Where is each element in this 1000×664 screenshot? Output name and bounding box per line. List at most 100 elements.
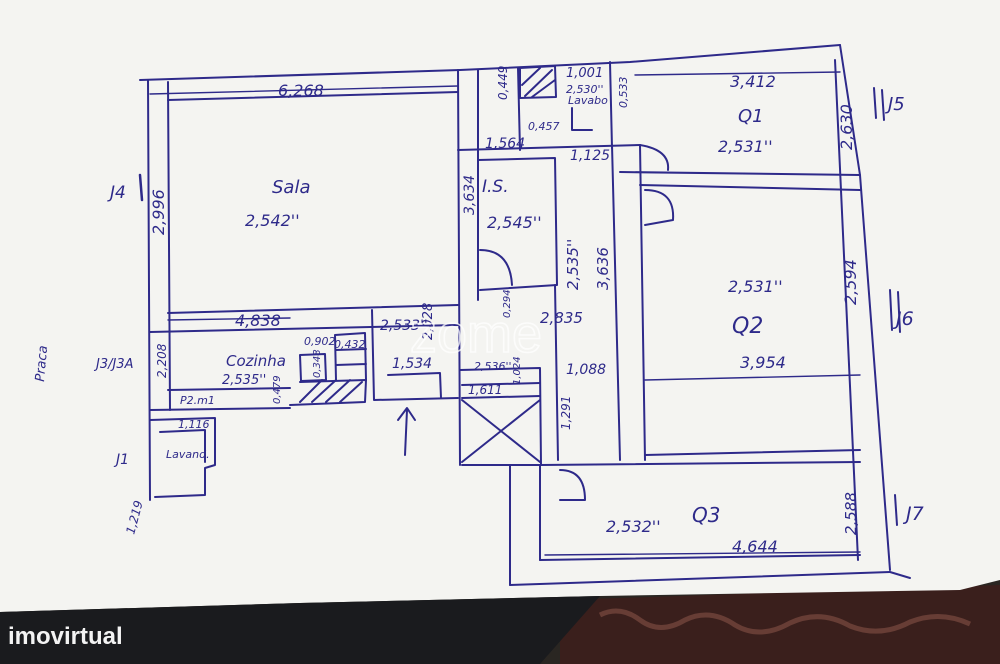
label-is-height: 2,545'' xyxy=(487,213,542,232)
label-2835: 2,835 xyxy=(540,309,583,327)
rug-pattern xyxy=(598,608,972,635)
q2-bottom-wall xyxy=(644,449,861,456)
label-q2-name: Q2 xyxy=(732,314,763,339)
label-lavand: Lavand. xyxy=(166,448,210,461)
corridor-wall-right-2 xyxy=(639,144,646,461)
label-q3-side: 2,588 xyxy=(842,492,860,535)
lavabo-wall xyxy=(517,67,521,151)
kitchen-bottom-wall-2 xyxy=(167,387,291,391)
label-coz-side: 2,208 xyxy=(155,343,169,378)
is-box xyxy=(477,157,558,291)
label-j1: J1 xyxy=(113,452,129,468)
label-q3-name: Q3 xyxy=(692,503,720,527)
rug xyxy=(560,585,1000,664)
lavabo-hatch xyxy=(521,67,556,98)
label-0294: 0,294 xyxy=(502,289,513,318)
label-q2-height: 2,531'' xyxy=(728,277,783,296)
label-0902: 0,902 xyxy=(304,335,336,348)
watermark-center: zome xyxy=(410,304,542,364)
label-1024: 1,024 xyxy=(512,356,523,385)
label-2533: 2,533'' xyxy=(380,318,428,334)
hall-cross xyxy=(461,399,541,463)
label-q3-height: 2,532'' xyxy=(606,517,661,536)
lavabo-box xyxy=(519,65,557,99)
label-sala-width: 6,268 xyxy=(278,81,324,100)
label-lavabo: Lavabo xyxy=(568,94,608,107)
laundry-box xyxy=(149,417,216,498)
label-j6: J6 xyxy=(892,308,914,330)
lavabo-basin xyxy=(571,107,593,131)
dim-line-q1-width xyxy=(634,71,841,76)
label-j4: J4 xyxy=(107,183,126,203)
mark-j5 xyxy=(873,87,885,121)
watermark-brand: imovirtual xyxy=(8,623,123,650)
label-2028: 2,028 xyxy=(421,303,436,340)
label-coz-name: Cozinha xyxy=(226,352,286,370)
label-0432: 0,432 xyxy=(334,338,366,351)
dim-line-q2 xyxy=(644,374,861,381)
hall-box xyxy=(459,367,542,466)
dim-line-sala-width xyxy=(149,85,459,95)
label-0449: 0,449 xyxy=(496,66,510,100)
paper-shadow xyxy=(0,596,600,664)
label-q2-side: 2,594 xyxy=(841,259,860,305)
label-coz-width: 4,838 xyxy=(235,311,281,330)
label-sala-side: 2,996 xyxy=(149,189,168,235)
lavabo-wall-2 xyxy=(609,61,613,149)
q1-bottom-wall-2 xyxy=(639,184,861,191)
label-q3-width: 4,644 xyxy=(732,537,778,556)
label-sala-height: 2,542'' xyxy=(245,211,300,230)
outer-wall-right-inner xyxy=(834,59,859,561)
sala-bottom-wall xyxy=(167,304,459,314)
entry-corridor xyxy=(509,464,541,586)
kitchen-entry xyxy=(387,372,442,399)
label-q1-side: 2,630 xyxy=(837,104,856,150)
label-1116: 1,116 xyxy=(178,418,210,431)
kitchen-stairs xyxy=(334,332,367,381)
label-q2-width: 3,954 xyxy=(740,353,786,372)
label-1001: 1,001 xyxy=(566,66,603,81)
label-0533: 0,533 xyxy=(617,77,630,109)
sala-right-wall xyxy=(457,69,461,466)
kitchen-hatch xyxy=(299,379,363,403)
kitchen-bottom-wall xyxy=(149,407,291,411)
label-j3: J3/J3A xyxy=(93,357,133,372)
q2-bottom-wall-2 xyxy=(539,461,861,466)
kitchen-door-frame xyxy=(371,309,459,401)
outer-wall-top-inner xyxy=(167,91,459,101)
laundry-inner xyxy=(159,429,206,463)
label-1291: 1,291 xyxy=(559,396,573,430)
label-2536: 2,536'' xyxy=(474,360,512,373)
label-1611: 1,611 xyxy=(468,383,502,397)
label-q1-width: 3,412 xyxy=(730,72,776,91)
mark-j4 xyxy=(138,173,144,202)
label-coz-height: 2,535'' xyxy=(222,373,266,388)
label-sala-name: Sala xyxy=(272,177,311,198)
label-0348: 0,348 xyxy=(312,349,323,378)
door-swing-q1 xyxy=(639,144,670,171)
label-is-name: I.S. xyxy=(482,177,509,197)
hall-stair xyxy=(461,382,541,399)
sala-bottom-wall-inner xyxy=(149,324,459,333)
label-0479: 0,479 xyxy=(272,375,283,404)
label-corridor-h: 2,535'' xyxy=(564,239,582,290)
label-1564: 1,564 xyxy=(485,136,525,152)
label-q1-height: 2,531'' xyxy=(718,137,773,156)
outer-wall-bottom-inner xyxy=(539,554,861,561)
label-2530: 2,530'' xyxy=(566,83,604,96)
door-swing-q2 xyxy=(644,189,675,226)
entrance-arrow xyxy=(397,407,416,456)
dim-line-coz xyxy=(167,317,291,321)
label-is-side: 3,634 xyxy=(462,175,478,215)
mark-j6 xyxy=(889,289,901,333)
label-corridor-len: 3,636 xyxy=(594,247,612,290)
label-1125: 1,125 xyxy=(570,148,610,164)
corridor-wall-right xyxy=(611,144,621,461)
label-1534: 1,534 xyxy=(392,356,432,372)
label-q1-name: Q1 xyxy=(738,106,764,127)
mark-j7 xyxy=(894,494,898,526)
label-1088: 1,088 xyxy=(566,362,606,378)
dim-line-q3 xyxy=(544,551,861,556)
label-j7: J7 xyxy=(902,503,924,525)
